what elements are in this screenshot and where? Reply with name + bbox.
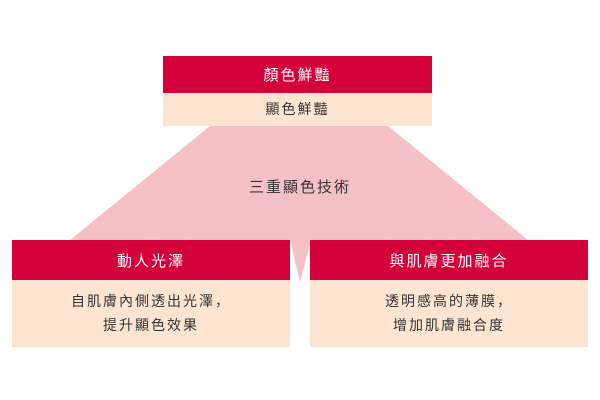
top-card-subtitle: 顯色鮮豔 bbox=[163, 93, 432, 126]
left-card-title: 動人光澤 bbox=[12, 240, 290, 280]
left-card: 動人光澤 自肌膚內側透出光澤， 提升顯色效果 bbox=[12, 240, 290, 347]
top-card: 顏色鮮豔 顯色鮮豔 bbox=[163, 56, 432, 126]
right-card: 與肌膚更加融合 透明感高的薄膜， 增加肌膚融合度 bbox=[310, 240, 588, 347]
right-card-line: 透明感高的薄膜， bbox=[385, 293, 513, 310]
center-label: 三重顯色技術 bbox=[248, 178, 351, 196]
right-card-line: 增加肌膚融合度 bbox=[393, 317, 505, 334]
top-card-title: 顏色鮮豔 bbox=[163, 56, 432, 93]
left-card-body: 自肌膚內側透出光澤， 提升顯色效果 bbox=[12, 280, 290, 347]
connector-shape bbox=[70, 126, 528, 282]
right-card-title: 與肌膚更加融合 bbox=[310, 240, 588, 280]
left-card-line: 自肌膚內側透出光澤， bbox=[71, 293, 231, 310]
left-card-line: 提升顯色效果 bbox=[103, 317, 199, 334]
right-card-body: 透明感高的薄膜， 增加肌膚融合度 bbox=[310, 280, 588, 347]
